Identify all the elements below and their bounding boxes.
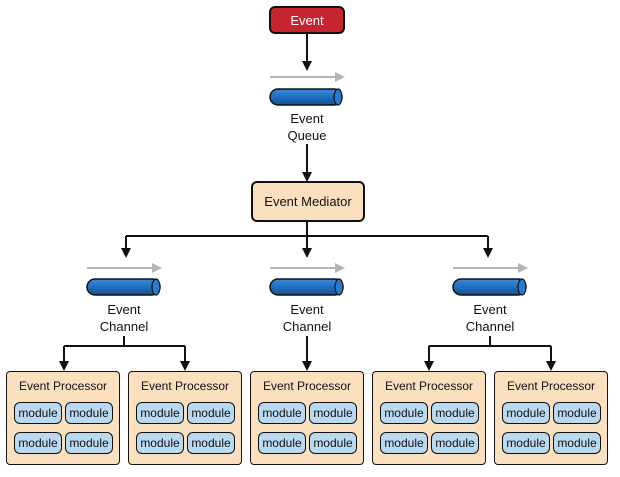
event-mediator-box: Event Mediator	[251, 181, 365, 222]
event-label: Event	[290, 12, 324, 28]
module-box: module	[502, 432, 550, 454]
event-channel-2-label-line1: Event	[290, 302, 324, 317]
event-processor-title: Event Processor	[140, 379, 230, 393]
event-channel-1-label: Event Channel	[84, 301, 164, 335]
event-box: Event	[269, 6, 345, 34]
module-box: module	[65, 432, 113, 454]
event-channel-3-label-line1: Event	[473, 302, 507, 317]
module-box: module	[502, 402, 550, 424]
event-processor-4: Event Processor module module module mod…	[372, 371, 486, 465]
event-processor-title: Event Processor	[18, 379, 108, 393]
module-box: module	[65, 402, 113, 424]
event-channel-3-label-line2: Channel	[465, 319, 515, 334]
event-queue-label: Event Queue	[267, 110, 347, 144]
module-box: module	[431, 402, 479, 424]
event-processor-5: Event Processor module module module mod…	[494, 371, 608, 465]
event-channel-2-label-line2: Channel	[282, 319, 332, 334]
event-queue-label-line2: Queue	[287, 128, 327, 143]
module-box: module	[136, 432, 184, 454]
module-box: module	[258, 402, 306, 424]
module-box: module	[380, 402, 428, 424]
event-queue-label-line1: Event	[290, 111, 324, 126]
channel-3-split-lines	[424, 336, 556, 371]
event-processor-2: Event Processor module module module mod…	[128, 371, 242, 465]
event-processor-title: Event Processor	[384, 379, 474, 393]
module-box: module	[14, 402, 62, 424]
event-channel-2-label: Event Channel	[267, 301, 347, 335]
event-channel-3-label: Event Channel	[450, 301, 530, 335]
event-processor-3: Event Processor module module module mod…	[250, 371, 364, 465]
module-box: module	[309, 432, 357, 454]
module-box: module	[14, 432, 62, 454]
module-box: module	[187, 402, 235, 424]
event-mediator-label: Event Mediator	[264, 194, 352, 209]
module-box: module	[258, 432, 306, 454]
module-box: module	[187, 432, 235, 454]
module-box: module	[431, 432, 479, 454]
event-channel-3-pipe	[452, 278, 527, 296]
event-processor-title: Event Processor	[506, 379, 596, 393]
module-box: module	[309, 402, 357, 424]
module-box: module	[380, 432, 428, 454]
event-channel-1-label-line1: Event	[107, 302, 141, 317]
mediator-distribution-lines	[121, 222, 493, 258]
module-box: module	[553, 432, 601, 454]
event-channel-2-pipe	[269, 278, 344, 296]
event-queue-pipe	[269, 88, 343, 106]
channel-1-split-lines	[59, 336, 190, 371]
event-processor-title: Event Processor	[262, 379, 352, 393]
event-channel-1-label-line2: Channel	[99, 319, 149, 334]
module-box: module	[553, 402, 601, 424]
event-processor-1: Event Processor module module module mod…	[6, 371, 120, 465]
event-channel-1-pipe	[86, 278, 161, 296]
module-box: module	[136, 402, 184, 424]
